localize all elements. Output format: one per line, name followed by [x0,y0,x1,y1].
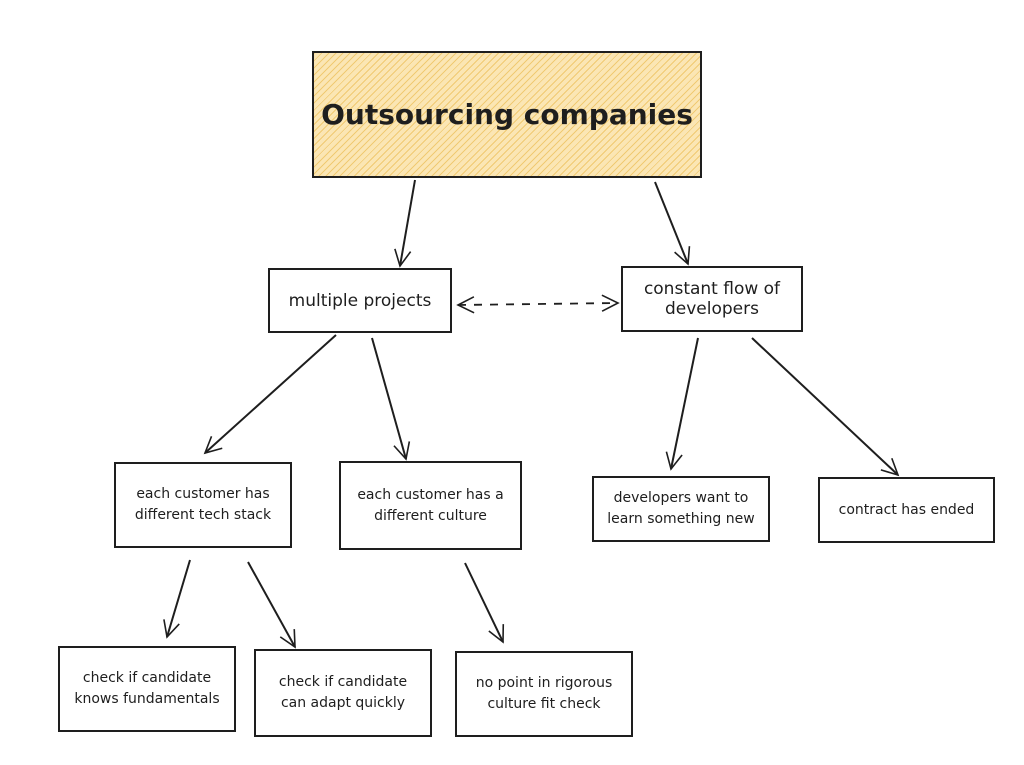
node-label: Outsourcing companies [321,98,693,131]
arrow-root-to-multiple-projects [394,179,416,268]
arrow-culture-to-no-check [464,562,505,644]
node-label: multiple projects [288,290,432,311]
arrow-projects-to-tech-stack [203,334,337,455]
node-label: each customer has a different culture [357,486,504,524]
dashed-arrow-projects-flow [456,294,620,314]
arrow-root-to-constant-flow [654,181,691,266]
arrow-flow-to-contract [751,337,900,477]
node-multiple-projects: multiple projects [268,268,452,333]
node-label: check if candidate can adapt quickly [278,674,408,711]
node-label: no point in rigorous culture fit check [475,675,613,712]
node-constant-flow-of-developers: constant flow of developers [621,266,803,332]
node-label: check if candidate knows fundamentals [74,670,220,707]
node-different-culture: each customer has a different culture [339,461,522,550]
node-different-tech-stack: each customer has different tech stack [114,462,292,548]
arrow-flow-to-learn [665,337,699,471]
arrow-tech-to-fundamentals [163,559,191,639]
arrow-tech-to-adapt [247,561,296,649]
node-label: constant flow of developers [643,279,781,319]
node-label: each customer has different tech stack [134,486,272,523]
arrow-projects-to-culture [371,337,411,461]
node-outsourcing-companies: Outsourcing companies [312,51,702,178]
node-label: contract has ended [838,501,975,518]
node-label: developers want to learn something new [607,490,755,527]
node-check-adapt-quickly: check if candidate can adapt quickly [254,649,432,737]
node-no-culture-fit-check: no point in rigorous culture fit check [455,651,633,737]
node-check-fundamentals: check if candidate knows fundamentals [58,646,236,732]
node-developers-want-to-learn: developers want to learn something new [592,476,770,542]
node-contract-has-ended: contract has ended [818,477,995,543]
